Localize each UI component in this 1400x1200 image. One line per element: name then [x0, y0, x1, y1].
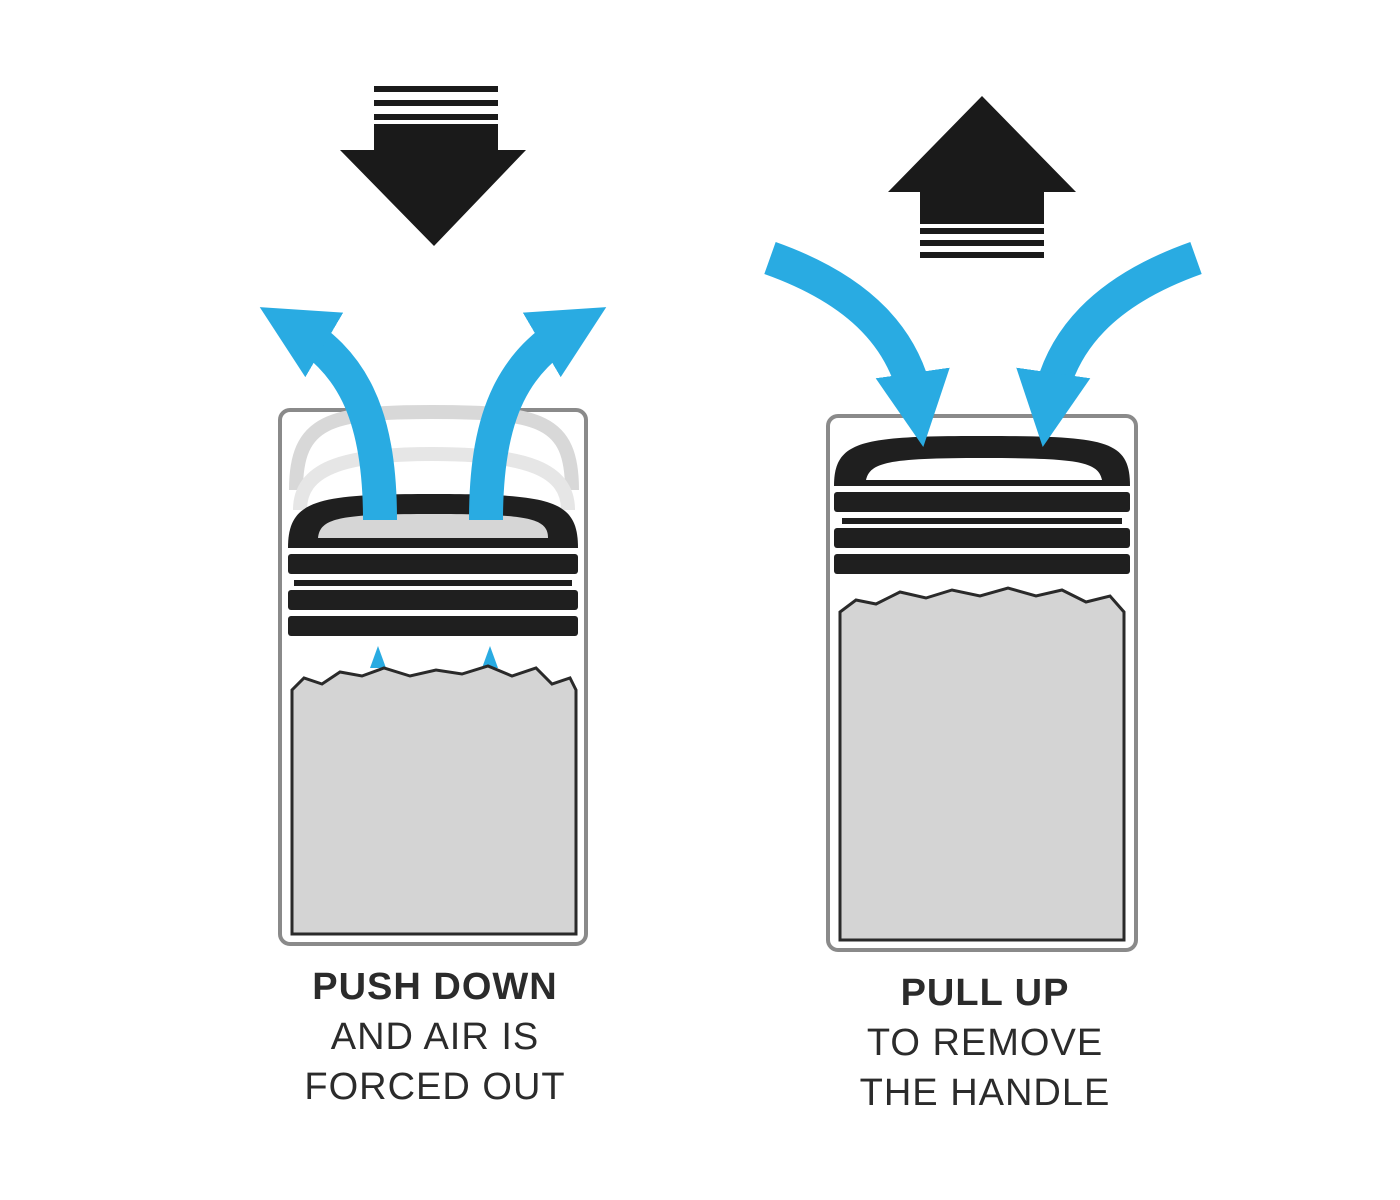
- push-panel: [259, 86, 607, 946]
- pull-caption-title: PULL UP: [900, 972, 1070, 1014]
- jar-contents: [838, 586, 1126, 942]
- air-in-arrow-icon: [764, 241, 1202, 448]
- arrow-down-icon: [340, 86, 526, 246]
- plunger-handle: [834, 436, 1130, 486]
- push-caption-line-2: FORCED OUT: [304, 1066, 566, 1108]
- pull-panel: [764, 96, 1202, 952]
- air-out-arrow-icon: [259, 307, 607, 521]
- push-caption-title: PUSH DOWN: [312, 966, 558, 1008]
- push-caption: PUSH DOWN AND AIR IS FORCED OUT: [230, 962, 640, 1112]
- seal-rings: [834, 492, 1130, 574]
- jar-contents: [290, 664, 578, 936]
- ghost-handle: [289, 404, 579, 511]
- pull-caption-line-2: THE HANDLE: [859, 1072, 1111, 1114]
- push-caption-line-1: AND AIR IS: [330, 1016, 540, 1058]
- pull-caption: PULL UP TO REMOVE THE HANDLE: [780, 968, 1190, 1118]
- plunger-handle: [288, 494, 578, 548]
- seal-rings: [288, 554, 578, 636]
- arrow-up-icon: [888, 96, 1076, 258]
- small-air-arrow-icon: [370, 646, 498, 668]
- pull-caption-line-1: TO REMOVE: [866, 1022, 1104, 1064]
